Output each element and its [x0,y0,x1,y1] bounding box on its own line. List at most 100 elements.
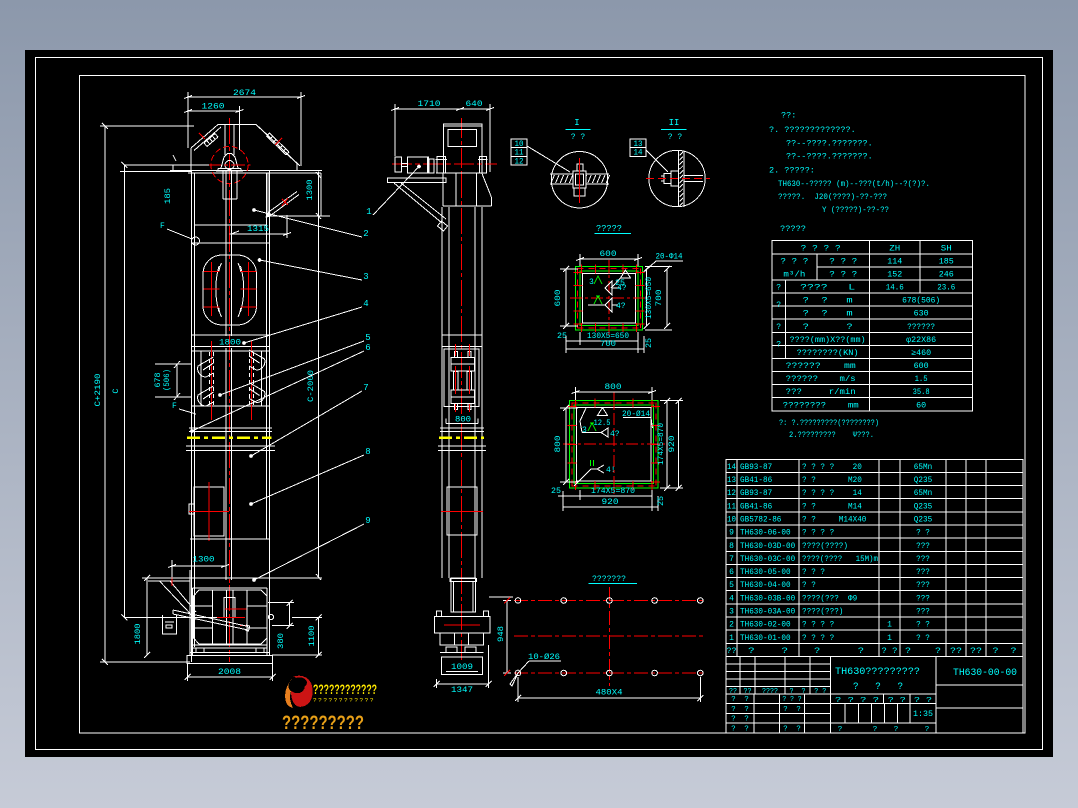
svg-text:5: 5 [365,333,370,343]
svg-text:?????????: ????????? [282,713,364,734]
svg-text:?: ? [873,726,878,734]
svg-text:800: 800 [553,436,563,453]
svg-text:920: 920 [602,497,619,507]
svg-text:?: ? [838,726,843,734]
svg-text:246: 246 [939,270,954,279]
svg-text:? ? M14: ? ? M14 [802,502,862,511]
svg-text:640: 640 [466,99,483,109]
svg-text:TH630-02-00: TH630-02-00 [740,621,791,630]
svg-text:4: 4 [729,594,734,603]
svg-text:4?: 4? [610,430,620,439]
svg-text:(506): (506) [163,369,172,391]
svg-text:?????: ????? [780,224,806,234]
svg-text:9: 9 [729,529,734,538]
svg-text:12.5: 12.5 [594,419,611,428]
svg-text:TH630-00-00: TH630-00-00 [953,668,1017,679]
svg-text:C-2000: C-2000 [306,370,316,402]
svg-text:?: ? [776,301,781,310]
svg-text:??? r/min: ??? r/min [786,388,856,397]
svg-text:3: 3 [589,278,594,287]
svg-text:SH: SH [941,244,952,253]
svg-text:1: 1 [366,207,371,217]
svg-text:11: 11 [515,149,524,158]
svg-text:? ?: ? ? [731,706,749,714]
svg-text:????(??? Φ9: ????(??? Φ9 [802,594,857,603]
svg-text:4?: 4? [617,284,627,293]
svg-text:152: 152 [887,270,902,279]
svg-text:?????. J20(????)-??-???: ?????. J20(????)-??-??? [778,192,887,202]
svg-text:?????? mm: ?????? mm [786,362,856,371]
svg-text:TH630?????????: TH630????????? [835,667,920,678]
svg-text:TH630-03A-00: TH630-03A-00 [740,607,795,616]
svg-text:20-Φ14: 20-Φ14 [656,252,683,262]
svg-text:TH630-03D-00: TH630-03D-00 [740,542,795,551]
svg-text:1315: 1315 [247,224,269,234]
svg-text:? ?: ? ? [993,647,1017,656]
svg-text:??: ?? [970,647,982,656]
svg-text:I: I [574,118,579,128]
svg-text:1800: 1800 [133,624,143,645]
svg-text:? ?: ? ? [882,647,898,656]
svg-text:TH630-03C-00: TH630-03C-00 [740,555,795,564]
svg-text:≥460: ≥460 [911,349,931,358]
svg-text:? ? ? ? 20: ? ? ? ? 20 [802,463,862,472]
svg-text:23.6: 23.6 [937,284,955,293]
svg-text:????(mm)X??(mm): ????(mm)X??(mm) [790,336,866,345]
svg-text:C: C [111,388,121,393]
svg-text:25: 25 [615,279,625,288]
svg-text:14: 14 [727,463,736,472]
svg-text:???: ??? [916,607,930,616]
svg-text:????(???): ????(???) [802,607,843,616]
svg-text:? ?: ? ? [803,323,853,332]
svg-text:10: 10 [515,140,524,149]
svg-text:678(506): 678(506) [902,297,940,306]
svg-text:14.6: 14.6 [886,284,904,293]
svg-text:? ? ? ?: ? ? ? ? [801,244,841,253]
svg-text:10-Ø26: 10-Ø26 [528,652,560,662]
svg-text:4!: 4! [606,466,616,475]
svg-text:1.5: 1.5 [915,375,928,384]
svg-text:?: ? [776,323,781,332]
svg-text:? ?: ? ? [790,688,806,696]
svg-text:????: ???? [762,688,778,696]
svg-text:TH630--????? (m)--???(t/h)--?(: TH630--????? (m)--???(t/h)--?(?)?. [778,179,930,189]
svg-text:25: 25 [557,332,567,341]
svg-text:? ?: ? ? [731,726,749,734]
svg-text:380: 380 [276,633,286,649]
svg-text:GB93-87: GB93-87 [740,489,772,498]
svg-text:185: 185 [163,188,173,204]
svg-text:??: ?? [727,647,737,656]
svg-text:? ?: ? ? [814,688,826,696]
svg-text:? ?: ? ? [802,581,816,590]
svg-text:? ?: ? ? [905,647,941,656]
svg-text:GB93-87: GB93-87 [740,463,772,472]
svg-text:? ?: ? ? [888,697,906,705]
svg-text:2: 2 [729,621,734,630]
svg-text:GB41-86: GB41-86 [740,476,772,485]
svg-text:? ?: ? ? [916,529,930,538]
svg-text:??: ?? [729,688,737,696]
svg-text:60: 60 [916,401,926,410]
svg-text:12: 12 [515,157,524,166]
svg-text:?: ? [925,726,930,734]
svg-text:?????: ????? [596,224,622,234]
svg-text:1: 1 [887,634,892,643]
svg-text:3: 3 [729,607,734,616]
svg-text:1300: 1300 [305,180,315,201]
svg-text:???: ??? [916,581,930,590]
svg-text:25: 25 [657,496,666,506]
svg-text:?: ?.?????????(????????): ?: ?.?????????(????????) [779,418,879,428]
svg-text:630: 630 [914,310,929,319]
svg-text:Q235: Q235 [914,516,933,525]
svg-text:m³/h: m³/h [783,270,805,279]
svg-text:TH630-01-00: TH630-01-00 [740,634,791,643]
svg-text:??: ?? [744,688,752,696]
svg-text:? ? m: ? ? m [803,310,853,319]
svg-text:? ? ? ?: ? ? ? ? [802,529,834,538]
svg-text:Q235: Q235 [914,502,933,511]
svg-text:???? L: ???? L [800,284,855,293]
svg-text:? ?: ? ? [783,706,801,714]
svg-text:1300: 1300 [193,555,215,565]
svg-text:13: 13 [634,140,643,149]
svg-text:F: F [160,222,165,231]
